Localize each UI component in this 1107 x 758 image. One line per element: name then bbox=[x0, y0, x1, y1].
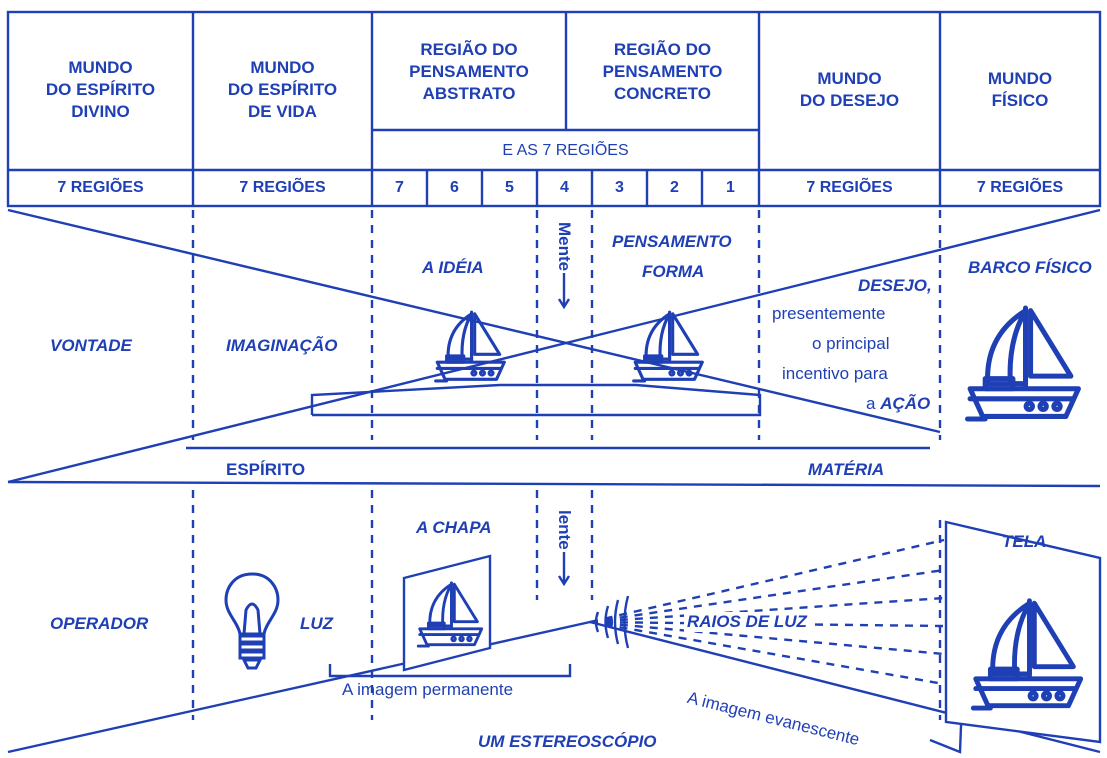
label-forma: FORMA bbox=[642, 262, 705, 281]
region-cell: 7 REGIÕES bbox=[976, 179, 1064, 196]
text-a-prefix: a bbox=[866, 394, 881, 413]
region-cell: 7 REGIÕES bbox=[806, 179, 893, 196]
sailboat-icon bbox=[433, 310, 507, 383]
region-cell: 7 REGIÕES bbox=[57, 179, 144, 196]
mente-group: Mente bbox=[550, 222, 578, 342]
label-desejo: DESEJO, bbox=[858, 276, 932, 295]
label-luz: LUZ bbox=[300, 614, 334, 633]
region-cell: 3 bbox=[615, 179, 624, 196]
region-cell: 1 bbox=[726, 179, 735, 196]
label-vontade: VONTADE bbox=[50, 336, 132, 355]
label-a-chapa: A CHAPA bbox=[416, 518, 492, 537]
header-abstract-thought: REGIÃO DO PENSAMENTO ABSTRATO bbox=[409, 40, 529, 103]
arrow-down-icon bbox=[557, 551, 571, 586]
header-life-spirit: MUNDO DO ESPÍRITO DE VIDA bbox=[227, 58, 338, 121]
region-cell: 7 REGIÕES bbox=[239, 179, 326, 196]
label-barco-fisico: BARCO FÍSICO bbox=[968, 258, 1092, 277]
text-presentemente: presentemente bbox=[772, 304, 886, 323]
sailboat-icon bbox=[416, 581, 484, 648]
sailboat-icon bbox=[960, 292, 1086, 430]
label-materia: MATÉRIA bbox=[808, 460, 885, 479]
header-divine-spirit: MUNDO DO ESPÍRITO DIVINO bbox=[45, 58, 156, 121]
label-estereoscopio: UM ESTEREOSCÓPIO bbox=[478, 732, 657, 751]
text-imagem-permanente: A imagem permanente bbox=[342, 680, 514, 699]
text-incentivo: incentivo para bbox=[782, 364, 888, 383]
region-cell: 6 bbox=[450, 179, 459, 196]
light-bulb-icon bbox=[224, 572, 280, 670]
label-raios-de-luz: RAIOS DE LUZ bbox=[684, 612, 810, 632]
label-operador: OPERADOR bbox=[50, 614, 149, 633]
arrow-down-icon bbox=[557, 273, 571, 310]
header-physical-world: MUNDO FÍSICO bbox=[987, 69, 1053, 110]
label-tela: TELA bbox=[1002, 532, 1047, 551]
header-desire-world: MUNDO DO DESEJO bbox=[799, 69, 900, 110]
region-cell: 2 bbox=[670, 179, 679, 196]
label-pensamento: PENSAMENTO bbox=[612, 232, 732, 251]
label-mente: Mente bbox=[555, 222, 574, 272]
region-cell: 7 bbox=[395, 179, 404, 196]
label-lente: lente bbox=[555, 510, 574, 550]
text-o-principal: o principal bbox=[812, 334, 890, 353]
text-a-acao: a AÇÃO bbox=[866, 394, 930, 414]
region-cell: 4 bbox=[560, 179, 569, 196]
label-espirito: ESPÍRITO bbox=[226, 460, 306, 479]
sailboat-icon bbox=[631, 310, 705, 383]
lente-group: lente bbox=[550, 510, 578, 620]
subheader-seven-regions: E AS 7 REGIÕES bbox=[502, 142, 629, 159]
sailboat-icon bbox=[966, 584, 1088, 720]
label-imaginacao: IMAGINAÇÃO bbox=[226, 336, 338, 355]
region-cell: 5 bbox=[505, 179, 514, 196]
text-acao: AÇÃO bbox=[880, 394, 931, 413]
label-a-ideia: A IDÉIA bbox=[422, 258, 484, 277]
header-concrete-thought: REGIÃO DO PENSAMENTO CONCRETO bbox=[602, 40, 723, 103]
